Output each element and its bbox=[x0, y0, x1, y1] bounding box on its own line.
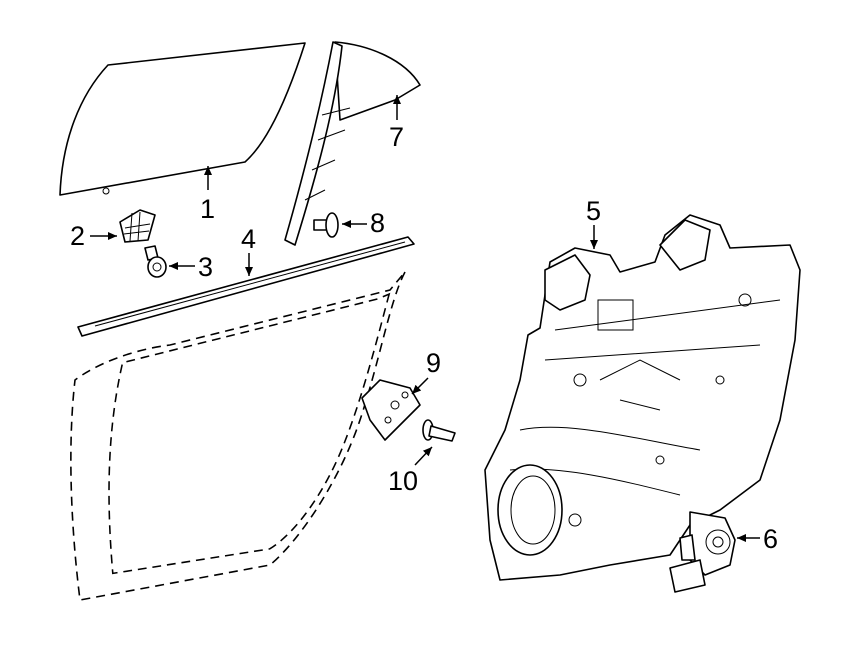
svg-text:1: 1 bbox=[200, 194, 215, 224]
glass-clip bbox=[119, 209, 156, 243]
rivet bbox=[422, 419, 456, 442]
callout-10: 10 bbox=[388, 446, 433, 496]
svg-text:5: 5 bbox=[586, 196, 601, 226]
bracket bbox=[361, 379, 421, 441]
callout-6: 6 bbox=[737, 524, 778, 554]
callout-5: 5 bbox=[586, 196, 601, 249]
svg-text:2: 2 bbox=[70, 221, 85, 251]
svg-text:4: 4 bbox=[241, 224, 256, 254]
svg-text:9: 9 bbox=[426, 348, 441, 378]
svg-text:8: 8 bbox=[370, 208, 385, 238]
fastener bbox=[313, 212, 339, 238]
door-glass bbox=[59, 42, 306, 196]
svg-text:7: 7 bbox=[389, 122, 404, 152]
bolt bbox=[144, 245, 167, 278]
door-shell-outline bbox=[70, 271, 406, 601]
window-regulator bbox=[484, 214, 801, 581]
callout-2: 2 bbox=[70, 221, 117, 251]
callout-1: 1 bbox=[200, 166, 215, 224]
quarter-glass bbox=[284, 41, 421, 246]
callout-9: 9 bbox=[411, 348, 441, 395]
svg-text:6: 6 bbox=[763, 524, 778, 554]
svg-text:10: 10 bbox=[388, 466, 418, 496]
regulator-motor bbox=[669, 511, 736, 593]
callout-7: 7 bbox=[389, 95, 404, 152]
callout-8: 8 bbox=[342, 208, 385, 238]
svg-text:3: 3 bbox=[198, 252, 213, 282]
callout-3: 3 bbox=[169, 252, 213, 282]
callout-4: 4 bbox=[241, 224, 256, 276]
belt-weatherstrip bbox=[77, 236, 415, 337]
